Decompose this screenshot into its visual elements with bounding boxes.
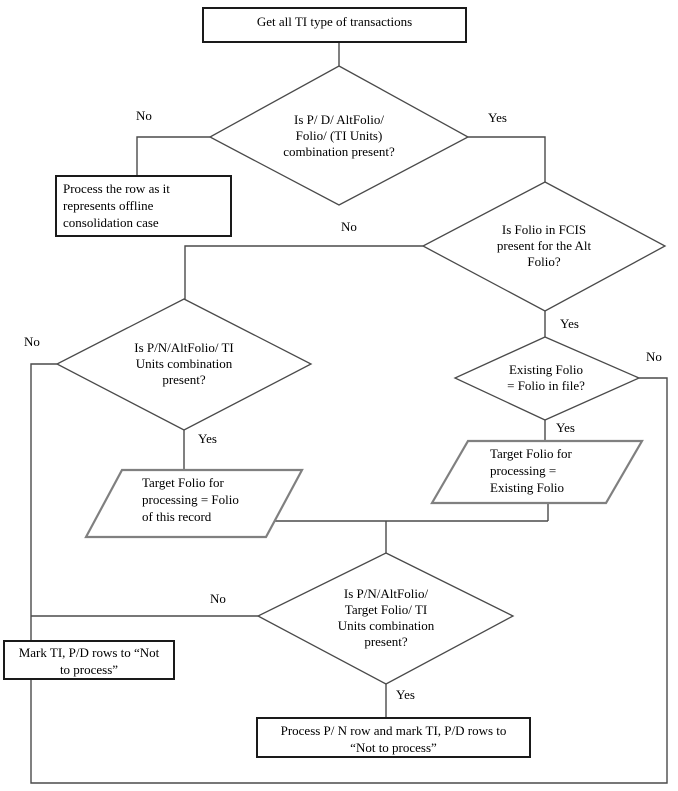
connector-d3-no [30, 363, 57, 640]
edge-label-d1-yes: Yes [488, 110, 507, 125]
edge-label-d3-yes: Yes [198, 431, 217, 446]
connector-d4-no-loop [30, 377, 668, 784]
edge-label-d2-no: No [341, 219, 357, 234]
decision-pn-altfolio-shape [55, 298, 313, 431]
offline-case-line: consolidation case [63, 215, 159, 230]
offline-case-line: Process the row as it [63, 181, 170, 196]
parallelogram-target-folio-existing [430, 439, 644, 505]
connector-d1-yes [468, 136, 546, 182]
edge-label-d5-yes: Yes [396, 687, 415, 702]
mark-rows-line: Mark TI, P/D rows to “Not [18, 645, 160, 660]
decision-pd-altfolio-shape [208, 65, 470, 206]
start-box-label: Get all TI type of transactions [256, 14, 413, 29]
decision-existing-folio-shape [453, 336, 641, 421]
mark-rows-line: to process” [59, 662, 119, 677]
edge-label-d3-no: No [24, 334, 40, 349]
process-pn-line: “Not to process” [350, 740, 437, 755]
offline-case-line: represents offline [63, 198, 154, 213]
target-folio-record-text: Target Folio for processing = Folio of t… [142, 475, 239, 524]
decision-pn-target-shape [256, 552, 515, 685]
decision-pn-target-text: Is P/N/AltFolio/ Target Folio/ TI Units … [337, 586, 435, 649]
decision-folio-fcis-text: Is Folio in FCIS present for the Alt Fol… [496, 222, 592, 269]
process-pn-box: Process P/ N row and mark TI, P/D rows t… [256, 717, 531, 758]
connector-d2-no [184, 245, 423, 299]
edge-label-d1-no: No [136, 108, 152, 123]
parallelogram-target-folio-record [84, 468, 304, 539]
connector-d1-no [136, 136, 210, 175]
start-box: Get all TI type of transactions [202, 7, 467, 43]
edge-label-d5-no: No [210, 591, 226, 606]
process-pn-line: Process P/ N row and mark TI, P/D rows t… [280, 723, 507, 738]
offline-case-box: Process the row as it represents offline… [55, 175, 232, 237]
decision-folio-fcis-shape [421, 181, 667, 312]
edge-label-d4-no: No [646, 349, 662, 364]
edge-label-d2-yes: Yes [560, 316, 579, 331]
decision-existing-folio-text: Existing Folio = Folio in file? [507, 362, 585, 393]
edge-label-d4-yes: Yes [556, 420, 575, 435]
decision-pd-altfolio-text: Is P/ D/ AltFolio/ Folio/ (TI Units) com… [283, 112, 395, 159]
mark-rows-box: Mark TI, P/D rows to “Not to process” [3, 640, 175, 680]
decision-pn-altfolio-text: Is P/N/AltFolio/ TI Units combination pr… [134, 340, 234, 387]
target-folio-existing-text: Target Folio for processing = Existing F… [490, 446, 572, 495]
